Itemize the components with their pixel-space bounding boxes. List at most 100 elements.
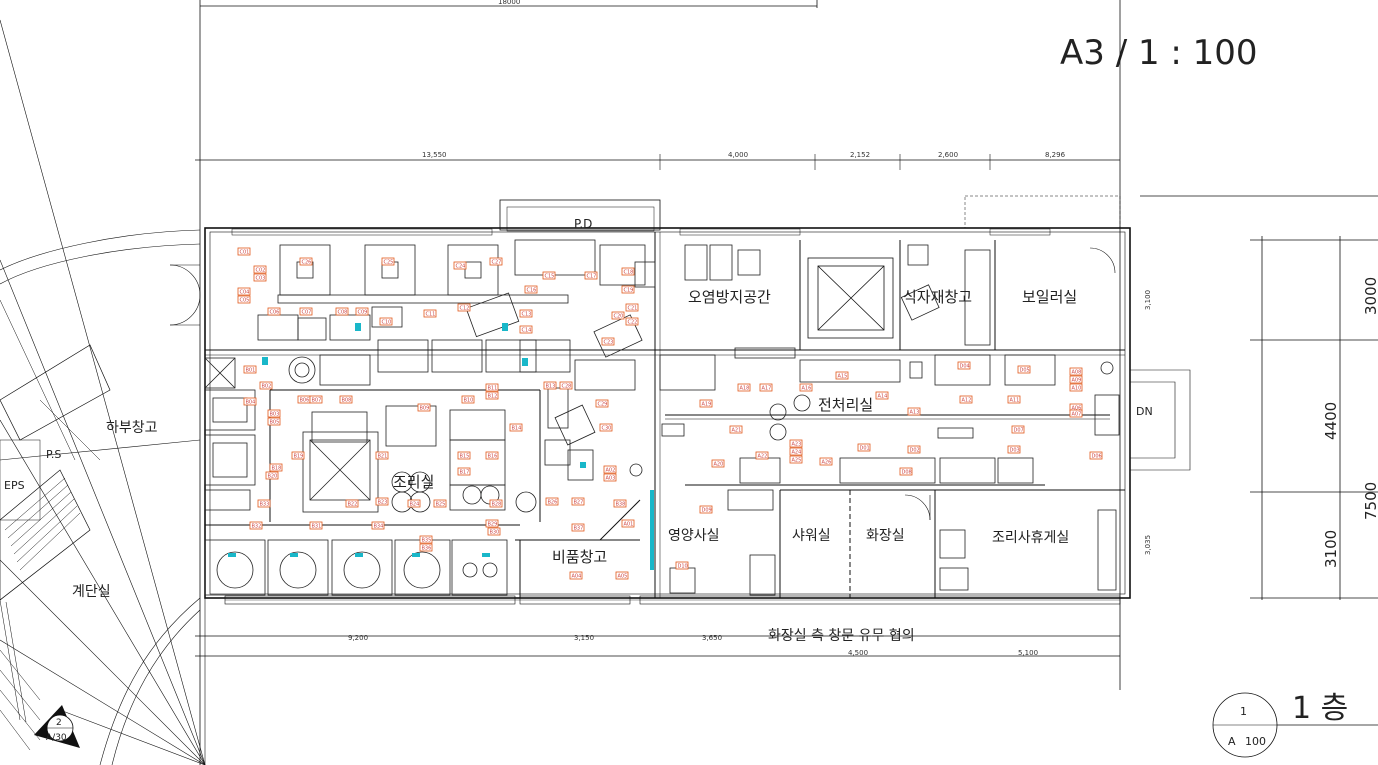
equipment-tag-box <box>789 439 803 448</box>
equipment-tag-label: A21 <box>732 428 742 434</box>
room-label-boiler: 보일러실 <box>1022 288 1077 306</box>
equipment-tag-label: B10 <box>464 398 474 404</box>
equipment-tag-label: C19 <box>624 288 634 294</box>
dim-right-large-4: 7500 <box>1362 482 1378 520</box>
equipment-tag-box <box>489 257 503 266</box>
equipment-tag-label: A17 <box>762 386 772 392</box>
equipment-tag-box <box>457 451 471 460</box>
dim-top-4: 2,600 <box>938 151 958 159</box>
equipment-tag-label: B28 <box>492 502 502 508</box>
equipment-tag-box <box>379 317 393 326</box>
equipment-tag-box <box>375 497 389 506</box>
equipment-tag-box <box>355 307 369 316</box>
equipment-tag-label: B16 <box>488 454 498 460</box>
equipment-tag-label: C26 <box>302 260 312 266</box>
equipment-tag-label: C06 <box>270 310 280 316</box>
equipment-tag-label: B14 <box>512 426 522 432</box>
equipment-tag-box <box>485 383 499 392</box>
equipment-tag-label: C29 <box>598 402 608 408</box>
equipment-tag-box <box>857 443 871 452</box>
equipment-tag-box <box>1069 375 1083 384</box>
equipment-tag-box <box>417 403 431 412</box>
room-label-stairs: 계단실 <box>72 584 111 600</box>
equipment-tag-label: B30 <box>490 530 500 536</box>
dim-bottom-1: 9,200 <box>348 634 368 642</box>
equipment-tag-box <box>737 383 751 392</box>
room-label-staff-lounge: 조리사휴게실 <box>992 530 1069 546</box>
equipment-tag-box <box>899 467 913 476</box>
equipment-tag-box <box>542 271 556 280</box>
equipment-tag-label: D05 <box>1020 368 1030 374</box>
grid-lines <box>195 0 1378 765</box>
equipment-tag-box <box>457 467 471 476</box>
equipment-tag-box <box>237 247 251 256</box>
equipment-tag-label: B02 <box>262 384 272 390</box>
equipment-tag-box <box>335 307 349 316</box>
equipment-tag-box <box>611 311 625 320</box>
equipment-tag-label: A11 <box>1010 398 1020 404</box>
equipment-tag-box <box>265 471 279 480</box>
equipment-tag-label: C21 <box>628 306 638 312</box>
room-label-lower-storage: 하부창고 <box>106 420 158 436</box>
floor-title: 1 층 <box>1292 691 1348 726</box>
dim-top-3: 2,152 <box>850 151 870 159</box>
section-marker-sheet: A/30 <box>46 733 67 743</box>
equipment-tag-box <box>269 463 283 472</box>
equipment-tag-box <box>237 295 251 304</box>
equipment-tag-label: C28 <box>562 384 572 390</box>
equipment-tag-label: B25 <box>436 502 446 508</box>
equipment-tag-label: B23 <box>378 500 388 506</box>
equipment-tag-label: C15 <box>545 274 555 280</box>
equipment-tag-box <box>267 409 281 418</box>
dim-top-overall: 18000 <box>498 0 520 6</box>
equipment-tag-box <box>571 497 585 506</box>
equipment-tag-label: D01 <box>860 446 870 452</box>
equipment-tag-box <box>237 287 251 296</box>
equipment-tag-label: B31 <box>312 524 322 530</box>
equipment-tag-box <box>819 457 833 466</box>
equipment-tag-label: A25 <box>792 458 802 464</box>
equipment-tag-label: C03 <box>256 276 266 282</box>
equipment-tag-box <box>907 445 921 454</box>
equipment-tag-label: A20 <box>714 462 724 468</box>
equipment-tag-box <box>584 271 598 280</box>
dim-bottom-4: 4,500 <box>848 649 868 657</box>
equipment-tag-label: B08 <box>342 398 352 404</box>
equipment-tag-label: C22 <box>628 320 638 326</box>
equipment-tag-label: B07 <box>312 398 322 404</box>
equipment-tag-box <box>1069 409 1083 418</box>
equipment-tag-box <box>485 391 499 400</box>
equipment-tag-label: A01 <box>624 522 634 528</box>
equipment-tag-box <box>1017 365 1031 374</box>
accent-marks <box>228 323 654 570</box>
equipment-tag-label: D06 <box>1092 454 1102 460</box>
equipment-tag-box <box>299 257 313 266</box>
equipment-tag-label: C05 <box>240 298 250 304</box>
equipment-tag-label: C12 <box>460 306 470 312</box>
equipment-tag-label: B05 <box>270 420 280 426</box>
equipment-tag-label: A03 <box>606 476 616 482</box>
equipment-tag-label: A12 <box>962 398 972 404</box>
equipment-tag-box <box>457 303 471 312</box>
room-label-restroom: 화장실 <box>866 528 905 544</box>
equipment-tag-box <box>381 257 395 266</box>
equipment-tag-label: B11 <box>488 386 498 392</box>
section-marker: 2 A/30 <box>34 705 80 748</box>
equipment-tag-label: C02 <box>256 268 266 274</box>
equipment-tag-label: B29 <box>488 522 498 528</box>
room-label-cooking: 조리실 <box>393 473 434 491</box>
equipment-tag-box <box>755 451 769 460</box>
equipment-tag-label: B27 <box>574 500 584 506</box>
equipment-tag-box <box>243 365 257 374</box>
equipment-tag-box <box>253 265 267 274</box>
equipment-tag-box <box>345 499 359 508</box>
dim-right-large-3: 3100 <box>1322 530 1340 568</box>
floor-callout: 1 A 100 1 층 <box>1212 691 1378 758</box>
dim-right-sub-2: 3,035 <box>1144 535 1152 555</box>
scale-title: A3 / 1 : 100 <box>1060 33 1258 73</box>
equipment-tag-label: D03 <box>1010 448 1020 454</box>
equipment-tag-box <box>267 417 281 426</box>
dim-bottom-2: 3,150 <box>574 634 594 642</box>
equipment-tag-box <box>699 505 713 514</box>
